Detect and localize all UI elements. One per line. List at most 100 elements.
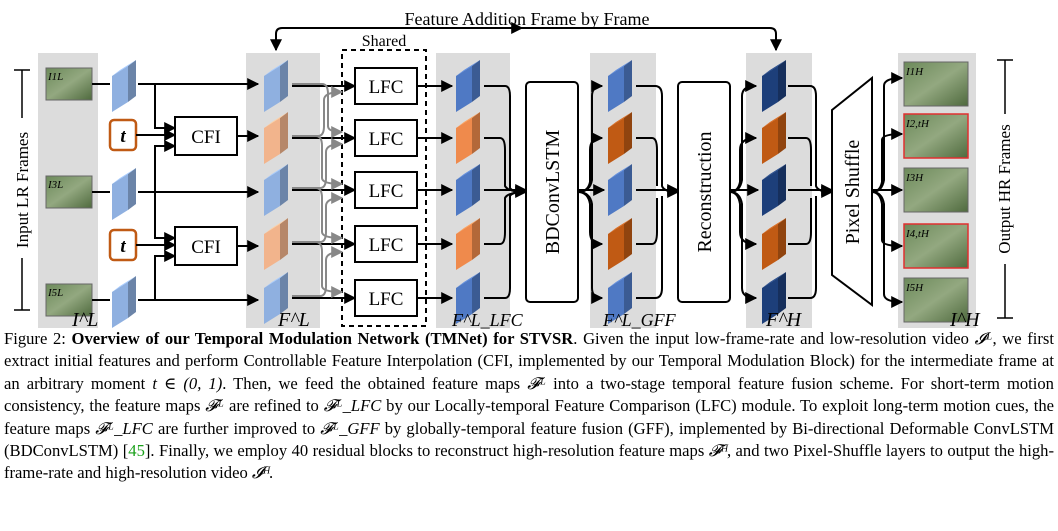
citation-link[interactable]: 45 (128, 441, 145, 461)
caption-symbol: 𝓕ᴸ_GFF (320, 418, 380, 438)
output-frames: I1H I2,tH I3H I4,tH I5H (903, 61, 969, 323)
input-frame-label: I3L (47, 179, 63, 191)
figure-label: Figure 2: (4, 329, 66, 348)
t-boxes: t t (108, 118, 138, 262)
fgff-feature-block (608, 60, 632, 112)
caption-symbol: 𝓕ᴸ_LFC (323, 396, 382, 416)
t-symbol: t (120, 126, 126, 147)
fl-feature-block (264, 272, 288, 324)
caption-text: are refined to (224, 396, 324, 416)
input-frame-3 (45, 175, 93, 209)
caption-text: , and two Pixel-Shuffle layers to output… (4, 441, 1054, 483)
fl-feature-block (264, 112, 288, 164)
caption-symbol: 𝓕ᴸ (527, 373, 547, 393)
fh-feature-block (762, 218, 786, 270)
lfc-neighbor-connections (292, 83, 344, 298)
flfc-feature-block (456, 164, 480, 216)
connections (92, 72, 904, 308)
shared-label: Shared (362, 33, 406, 50)
cfi-box-2 (174, 226, 238, 266)
fh-feature-block (762, 164, 786, 216)
fl-feature-block (264, 60, 288, 112)
caption-symbol: t ∈ (0, 1) (152, 373, 223, 393)
reconstruction-label: Reconstruction (694, 131, 716, 252)
feature-blocks (112, 60, 786, 328)
caption-text: by globally-temporal feature fusion (GFF… (4, 418, 1055, 461)
bdconvlstm-label: BDConvLSTM (542, 130, 564, 255)
fl-feature-block (264, 218, 288, 270)
fgff-feature-block (608, 218, 632, 270)
caption-symbol: 𝓘ᴴ (251, 463, 270, 483)
left-axis-label: Input LR Frames (13, 132, 32, 248)
figure-caption: Figure 2: Overview of our Temporal Modul… (4, 328, 1054, 485)
fh-label: F^H (765, 309, 803, 330)
caption-symbol: 𝓘ᴸ (974, 329, 993, 348)
input-frame-label: I5L (47, 287, 63, 299)
flfc-label: F^L_LFC (451, 310, 524, 330)
input-frame-5 (45, 283, 93, 317)
t-symbol: t (120, 236, 126, 257)
caption-text: . Given the input low-frame-rate and low… (573, 329, 975, 348)
fgff-feature-block (608, 112, 632, 164)
caption-text: are further improved to (152, 418, 321, 438)
input-set-label: I^L (71, 309, 98, 330)
cfi-label: CFI (191, 237, 221, 258)
caption-text: into a two-stage temporal feature fusion… (4, 373, 1054, 416)
output-frame-3 (903, 167, 969, 213)
caption-text: . Then, we feed the obtained feature map… (222, 373, 528, 393)
lfc-box-4 (354, 225, 418, 263)
lfc-label: LFC (369, 235, 404, 256)
caption-symbol: 𝓕ᴸ (205, 396, 225, 416)
caption-text: ]. Finally, we employ 40 residual blocks… (144, 441, 709, 461)
output-frame-label: I4,tH (905, 228, 930, 240)
cfi-modules: CFI CFI (174, 116, 238, 266)
fgff-label: F^L_GFF (602, 310, 677, 330)
output-frame-label: I1H (905, 66, 924, 78)
flfc-feature-block (456, 112, 480, 164)
output-frame-2-interp (903, 113, 969, 159)
flfc-feature-block (456, 272, 480, 324)
output-frame-label: I2,tH (905, 118, 930, 130)
lfc-box-5 (354, 279, 418, 317)
group-labels: I^L F^L F^L_LFC F^L_GFF F^H I^H (71, 309, 981, 330)
fl-label: F^L (277, 309, 310, 330)
flfc-feature-block (456, 218, 480, 270)
lfc-modules: LFC LFC LFC LFC LFC (354, 67, 418, 317)
fh-feature-block (762, 112, 786, 164)
lfc-label: LFC (369, 77, 404, 98)
lfc-label: LFC (369, 181, 404, 202)
cfi-label: CFI (191, 127, 221, 148)
output-frame-label: I3H (905, 172, 924, 184)
input-frame-1 (45, 67, 93, 101)
fgff-feature-block (608, 272, 632, 324)
caption-text: , we first extract initial features and … (4, 329, 1054, 393)
pixel-shuffle-box (831, 75, 873, 307)
caption-symbol: 𝓕ᴸ_LFC (95, 418, 153, 438)
input-feature-block (112, 168, 136, 220)
fh-feature-block (762, 60, 786, 112)
input-frames: I1L I3L I5L (45, 67, 93, 317)
caption-title: Overview of our Temporal Modulation Netw… (71, 329, 574, 348)
feature-addition-arrow (270, 27, 782, 52)
lfc-label: LFC (369, 289, 404, 310)
lfc-label: LFC (369, 129, 404, 150)
caption-symbol: 𝓕ᴴ (708, 441, 727, 461)
output-frame-1 (903, 61, 969, 107)
fh-feature-block (762, 272, 786, 324)
fl-feature-block (264, 164, 288, 216)
input-feature-block (112, 276, 136, 328)
output-frame-4-interp (903, 223, 969, 269)
tmnet-architecture-diagram: Feature Addition Frame by Frame Shared I… (12, 9, 1015, 330)
caption-text: . (269, 463, 274, 483)
pixel-shuffle-label: Pixel Shuffle (842, 140, 864, 245)
right-axis-label: Output HR Frames (995, 124, 1014, 253)
output-frame-5 (903, 277, 969, 323)
top-label: Feature Addition Frame by Frame (405, 9, 650, 29)
input-frame-label: I1L (47, 71, 63, 83)
output-set-label: I^H (949, 309, 981, 330)
output-frame-label: I5H (905, 282, 924, 294)
caption-text: by our Locally-temporal Feature Comparis… (4, 396, 1055, 438)
input-feature-block (112, 60, 136, 112)
fgff-feature-block (608, 164, 632, 216)
flfc-feature-block (456, 60, 480, 112)
